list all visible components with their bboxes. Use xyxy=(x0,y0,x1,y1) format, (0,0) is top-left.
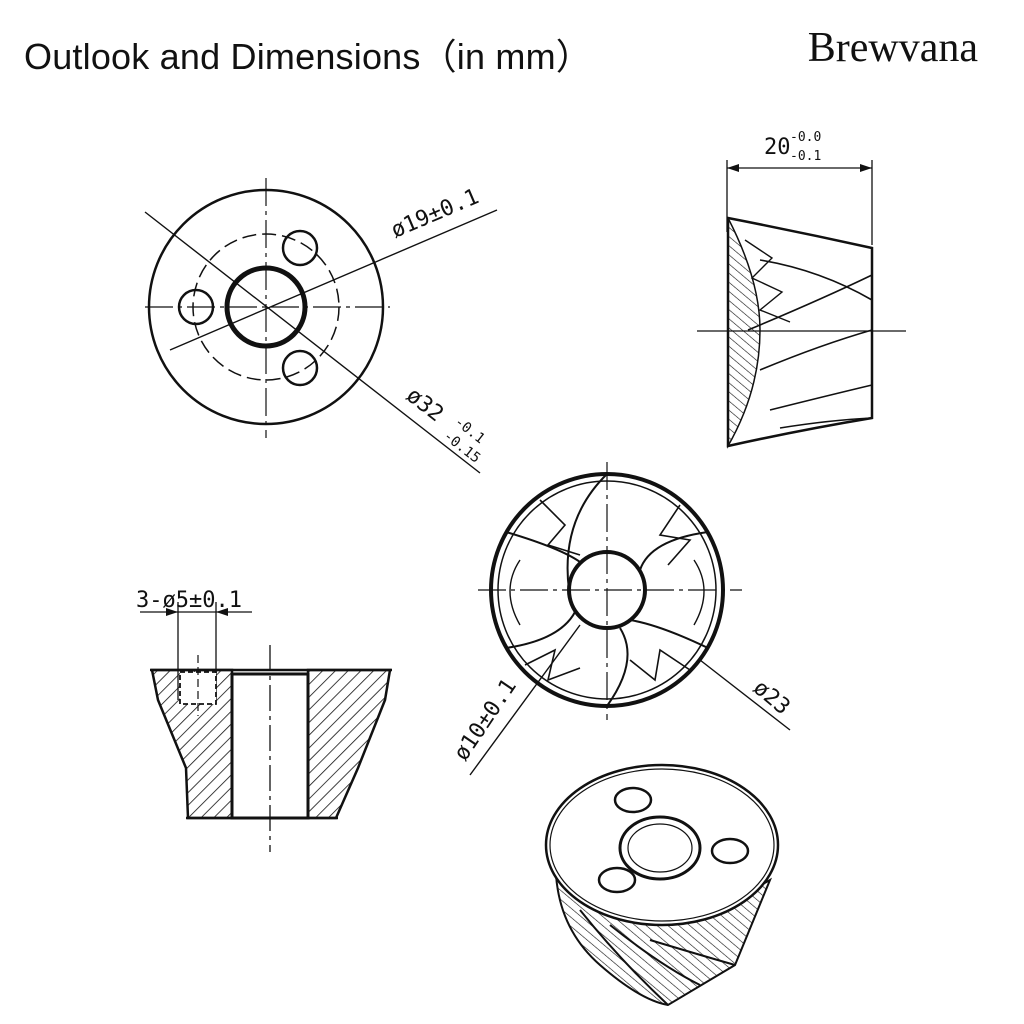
brand-name: Brewvana xyxy=(807,25,978,71)
bottom-view xyxy=(469,462,791,776)
height-label: 20 xyxy=(764,135,791,160)
side-view xyxy=(697,160,906,449)
top-view xyxy=(144,178,498,474)
small-diameter-label: ø23 xyxy=(748,675,795,720)
height-tol-lower: -0.1 xyxy=(790,149,821,164)
section-view xyxy=(140,602,392,852)
outer-diameter-group: ø32 -0.1 -0.15 xyxy=(401,383,487,467)
outer-diameter-label: ø32 xyxy=(401,383,448,427)
isometric-view xyxy=(544,763,780,1007)
bolt-circle-label: ø19±0.1 xyxy=(388,184,483,243)
holes-label: 3-ø5±0.1 xyxy=(136,588,242,613)
height-tol-upper: -0.0 xyxy=(790,130,821,145)
page-title: Outlook and Dimensions（in mm） xyxy=(24,36,593,77)
